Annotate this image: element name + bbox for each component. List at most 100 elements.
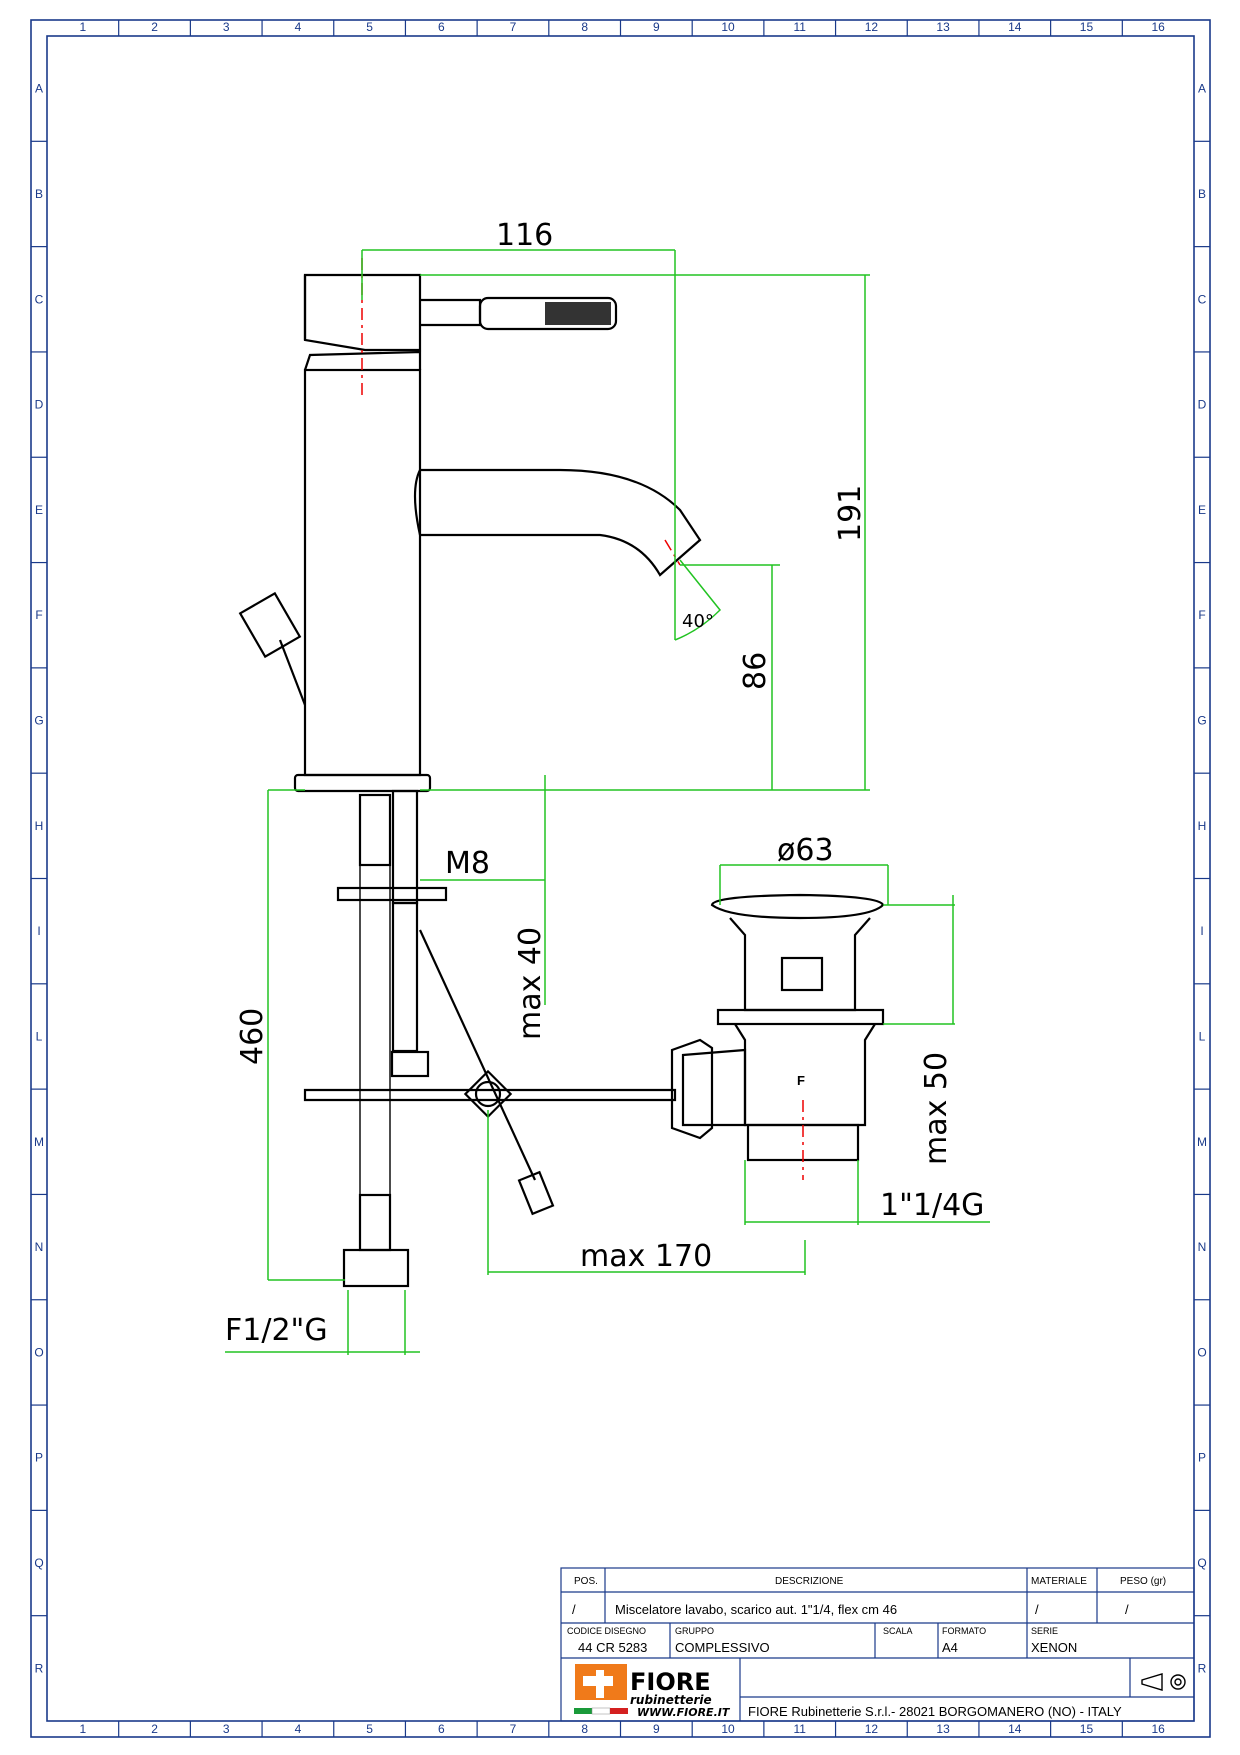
hose-nut bbox=[342, 1248, 410, 1288]
hose-fitting-bottom bbox=[358, 1193, 392, 1252]
dim-angle: 40° bbox=[682, 611, 714, 632]
grid-col-label: 16 bbox=[1151, 20, 1165, 34]
grid-col-label: 10 bbox=[721, 1722, 735, 1736]
outer-frame bbox=[30, 19, 1211, 1738]
grid-col-label: 6 bbox=[438, 20, 445, 34]
grid-row-label: H bbox=[35, 819, 44, 833]
axis-spout bbox=[664, 539, 681, 566]
grid-row-label: Q bbox=[1197, 1556, 1206, 1570]
grid-col-label: 5 bbox=[366, 1722, 373, 1736]
horizontal-rod bbox=[303, 1088, 677, 1102]
waste-cap bbox=[710, 893, 885, 920]
dim-m8: M8 bbox=[445, 846, 490, 881]
grid-row-label: L bbox=[36, 1029, 43, 1043]
pos-header: POS. bbox=[574, 1576, 598, 1587]
grid-row-label: R bbox=[35, 1661, 44, 1675]
lever-handle bbox=[478, 296, 618, 331]
pos-value: / bbox=[572, 1602, 576, 1617]
flex-hose bbox=[359, 794, 391, 1196]
grid-col-label: 8 bbox=[581, 20, 588, 34]
grid-row-label: L bbox=[1199, 1029, 1206, 1043]
logo-name: FIORE bbox=[630, 1668, 711, 1696]
grid-col-label: 2 bbox=[151, 20, 158, 34]
dim-thread-waste: 1"1/4G bbox=[880, 1188, 984, 1223]
peso-value: / bbox=[1125, 1602, 1129, 1617]
grid-col-label: 3 bbox=[223, 20, 230, 34]
grid-col-label: 13 bbox=[936, 20, 950, 34]
formato-label: FORMATO bbox=[942, 1626, 986, 1636]
serie-value: XENON bbox=[1031, 1640, 1077, 1655]
base-plate bbox=[293, 773, 432, 793]
scala-label: SCALA bbox=[883, 1626, 913, 1636]
gruppo-label: GRUPPO bbox=[675, 1626, 714, 1636]
hose-fitting-top bbox=[358, 793, 392, 867]
grid-col-label: 2 bbox=[151, 1722, 158, 1736]
materiale-header: MATERIALE bbox=[1031, 1576, 1087, 1587]
grid-row-label: D bbox=[35, 398, 44, 412]
desc-header: DESCRIZIONE bbox=[775, 1576, 844, 1587]
peso-header: PESO (gr) bbox=[1120, 1576, 1166, 1587]
grid-row-label: E bbox=[1198, 503, 1206, 517]
popup-knob bbox=[238, 591, 302, 659]
grid-row-label: H bbox=[1198, 819, 1207, 833]
grid-row-label: I bbox=[1200, 924, 1203, 938]
company-name: FIORE Rubinetterie S.r.l.- 28021 BORGOMA… bbox=[748, 1704, 1122, 1719]
grid-row-label: B bbox=[35, 187, 43, 201]
grid-col-label: 4 bbox=[295, 1722, 302, 1736]
dim-max50: max 50 bbox=[919, 1052, 954, 1165]
grid-col-label: 13 bbox=[936, 1722, 950, 1736]
grid-col-label: 16 bbox=[1151, 1722, 1165, 1736]
grid-row-label: M bbox=[34, 1135, 44, 1149]
grid-row-label: A bbox=[1198, 82, 1206, 96]
grid-row-label: Q bbox=[34, 1556, 43, 1570]
dim-thread-inlet: F1/2"G bbox=[225, 1313, 328, 1348]
title-block bbox=[560, 1567, 1195, 1722]
threaded-stud bbox=[391, 789, 419, 905]
grid-col-label: 7 bbox=[510, 20, 517, 34]
grid-col-label: 6 bbox=[438, 1722, 445, 1736]
f-mark: F bbox=[797, 1073, 805, 1088]
grid-col-label: 1 bbox=[80, 20, 87, 34]
grid-row-label: G bbox=[1197, 714, 1206, 728]
dim-63: ø63 bbox=[777, 833, 834, 868]
desc-value: Miscelatore lavabo, scarico aut. 1"1/4, … bbox=[615, 1602, 897, 1617]
grid-col-label: 11 bbox=[793, 1722, 806, 1736]
waste-flange bbox=[716, 1008, 885, 1026]
lever-knurl bbox=[545, 302, 611, 325]
formato-value: A4 bbox=[942, 1640, 958, 1655]
grid-col-label: 15 bbox=[1080, 1722, 1094, 1736]
grid-col-label: 14 bbox=[1008, 1722, 1022, 1736]
grid-col-label: 12 bbox=[865, 20, 879, 34]
codice-label: CODICE DISEGNO bbox=[567, 1626, 646, 1636]
grid-row-label: P bbox=[35, 1451, 43, 1465]
grid-col-label: 7 bbox=[510, 1722, 517, 1736]
grid-row-label: R bbox=[1198, 1661, 1207, 1675]
grid-row-label: F bbox=[35, 608, 42, 622]
grid-col-label: 3 bbox=[223, 1722, 230, 1736]
dim-191: 191 bbox=[833, 485, 868, 542]
grid-col-label: 9 bbox=[653, 20, 660, 34]
grid-row-label: B bbox=[1198, 187, 1206, 201]
waste-knob bbox=[670, 1038, 714, 1140]
serie-label: SERIE bbox=[1031, 1626, 1058, 1636]
grid-row-label: N bbox=[35, 1240, 44, 1254]
pull-rod bbox=[419, 929, 536, 1181]
logo-sub: rubinetterie bbox=[630, 1693, 712, 1707]
grid-col-label: 10 bbox=[721, 20, 735, 34]
grid-row-label: G bbox=[34, 714, 43, 728]
grid-col-label: 14 bbox=[1008, 20, 1022, 34]
waste-body-top bbox=[729, 917, 871, 1012]
grid-row-label: A bbox=[35, 82, 43, 96]
grid-row-label: F bbox=[1198, 608, 1205, 622]
waste-drawing: F bbox=[670, 893, 885, 1162]
first-angle-projection-icon bbox=[1141, 1673, 1186, 1691]
waste-body bbox=[734, 1023, 876, 1127]
grid-col-label: 15 bbox=[1080, 20, 1094, 34]
grid-row-label: D bbox=[1198, 398, 1207, 412]
grid-col-label: 12 bbox=[865, 1722, 879, 1736]
grid-row-label: P bbox=[1198, 1451, 1206, 1465]
gruppo-value: COMPLESSIVO bbox=[675, 1640, 770, 1655]
faucet-drawing bbox=[238, 273, 702, 1288]
mounting-washer bbox=[336, 886, 448, 902]
